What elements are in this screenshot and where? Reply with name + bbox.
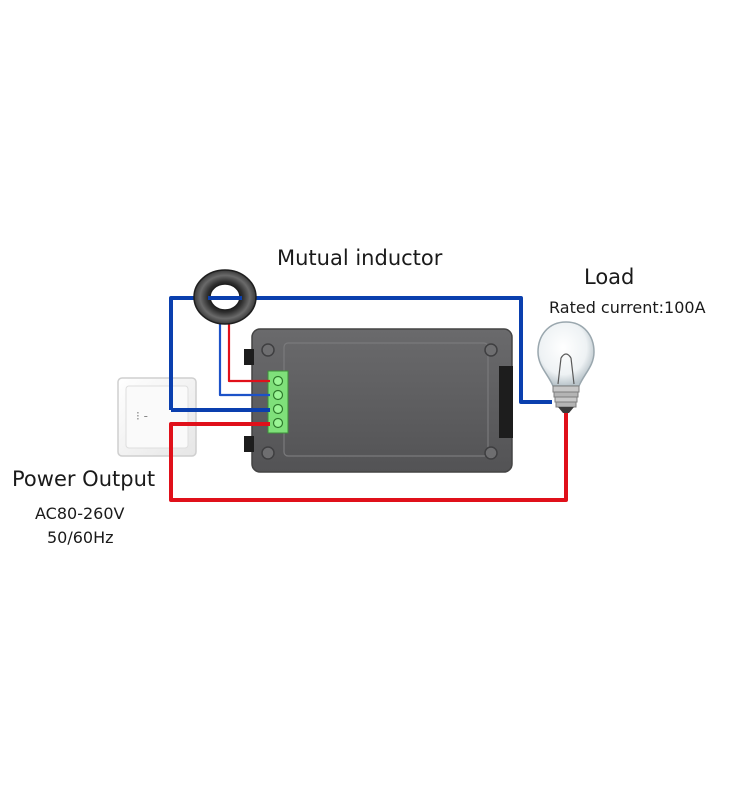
terminal-block bbox=[267, 370, 289, 434]
svg-text:⁝ -: ⁝ - bbox=[136, 409, 148, 423]
frequency-label: 50/60Hz bbox=[47, 528, 114, 547]
wall-outlet-icon: ⁝ - bbox=[117, 377, 197, 457]
rated-current-label: Rated current:100A bbox=[549, 298, 706, 317]
neutral-wire bbox=[169, 296, 552, 412]
mutual-inductor-label: Mutual inductor bbox=[277, 246, 443, 270]
voltage-label: AC80-260V bbox=[35, 504, 125, 523]
live-wire bbox=[169, 412, 568, 502]
power-meter-icon bbox=[244, 328, 513, 473]
ct-leads bbox=[218, 318, 270, 397]
light-bulb-icon bbox=[537, 321, 595, 413]
power-output-label: Power Output bbox=[12, 467, 156, 491]
load-label: Load bbox=[584, 265, 635, 289]
